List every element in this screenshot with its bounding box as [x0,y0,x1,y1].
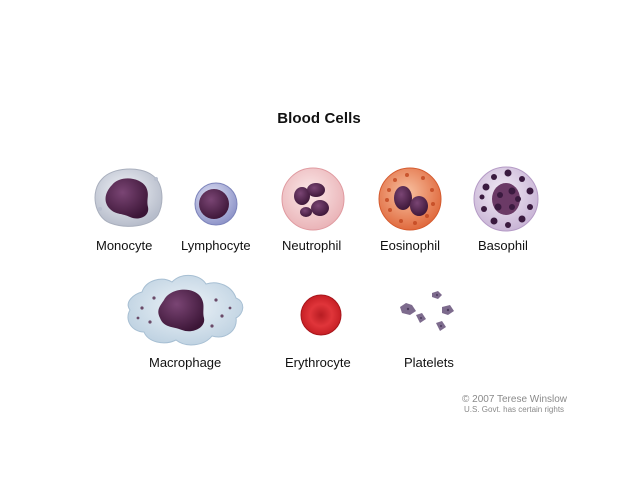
label-lymphocyte: Lymphocyte [181,238,251,253]
label-erythrocyte: Erythrocyte [285,355,351,370]
diagram-title: Blood Cells [277,110,361,127]
label-macrophage: Macrophage [149,355,222,370]
neutrophil-illustration [281,167,345,231]
label-eosinophil: Eosinophil [380,238,440,253]
platelets-illustration [400,291,454,331]
erythrocyte-illustration [300,294,342,336]
copyright-credit: © 2007 Terese Winslow U.S. Govt. has cer… [462,394,568,414]
label-monocyte: Monocyte [96,238,153,253]
credit-line-2: U.S. Govt. has certain rights [464,404,565,414]
eosinophil-illustration [378,167,442,231]
label-neutrophil: Neutrophil [282,238,342,253]
lymphocyte-illustration [194,182,238,226]
macrophage-illustration [127,275,244,346]
label-basophil: Basophil [478,238,528,253]
label-platelets: Platelets [404,355,454,370]
basophil-illustration [473,166,539,232]
monocyte-illustration [94,168,163,227]
credit-line-1: © 2007 Terese Winslow [462,394,568,405]
